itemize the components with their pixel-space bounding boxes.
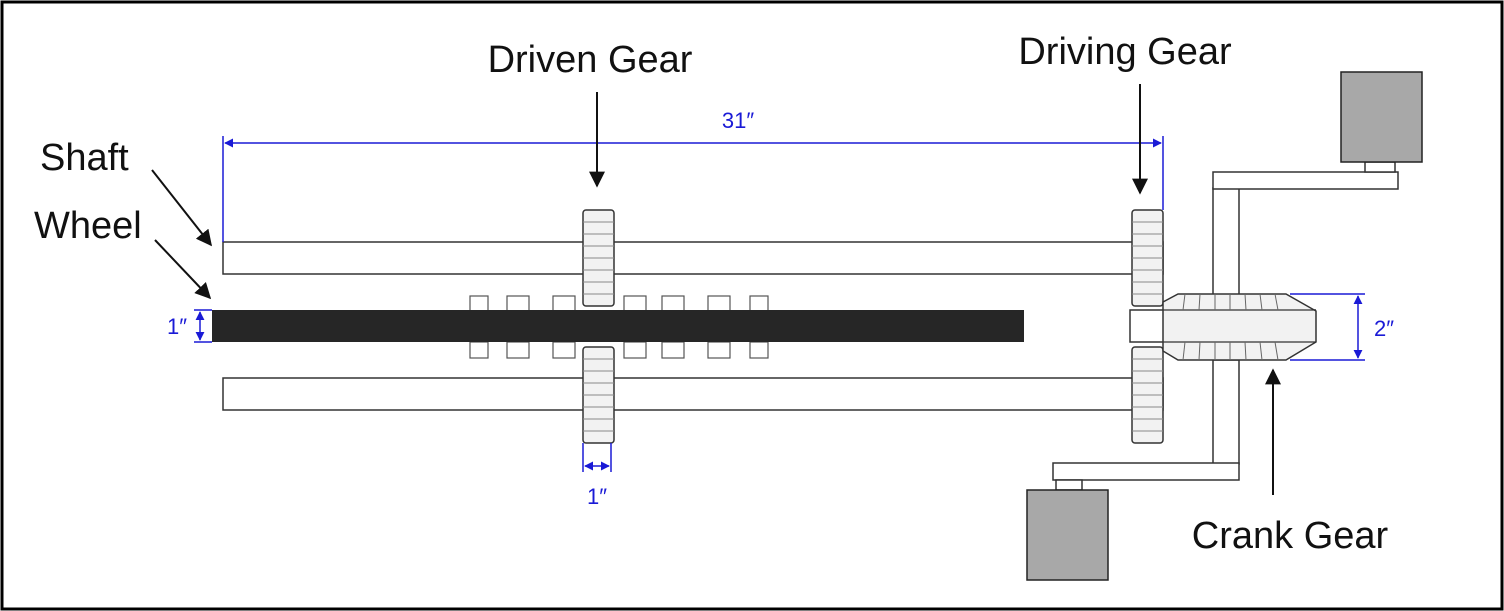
upper-shaft <box>222 241 1164 275</box>
wheel-label: Wheel <box>34 205 142 247</box>
dimension-31in <box>222 136 1164 242</box>
shaft-label: Shaft <box>40 137 129 179</box>
wheel-thickness-text: 1″ <box>167 314 187 339</box>
driving-gear-label: Driving Gear <box>1018 31 1232 73</box>
lower-shaft <box>222 377 1164 411</box>
dimension-wheel-1in <box>194 309 212 343</box>
crank-assembly <box>1052 161 1399 491</box>
crank-handle-top <box>1340 71 1423 163</box>
dimension-gear-1in <box>582 443 612 472</box>
driven-gear-label: Driven Gear <box>488 39 693 81</box>
crank-gear-label: Crank Gear <box>1192 515 1389 557</box>
driven-gear-lower <box>582 346 615 444</box>
crank-handle-bottom <box>1026 489 1109 581</box>
crank-gear-height-text: 2″ <box>1374 316 1394 341</box>
driving-gear-upper <box>1131 209 1164 307</box>
wheel-treads <box>469 295 769 359</box>
shaft-length-text: 31″ <box>722 108 754 133</box>
crank-gear <box>1129 293 1317 361</box>
dimension-crank-2in <box>1290 293 1365 361</box>
label-arrows <box>151 84 1281 495</box>
wheel <box>212 310 1024 342</box>
driven-gear-upper <box>582 209 615 307</box>
driving-gear-lower <box>1131 346 1164 444</box>
gear-width-text: 1″ <box>587 484 607 509</box>
